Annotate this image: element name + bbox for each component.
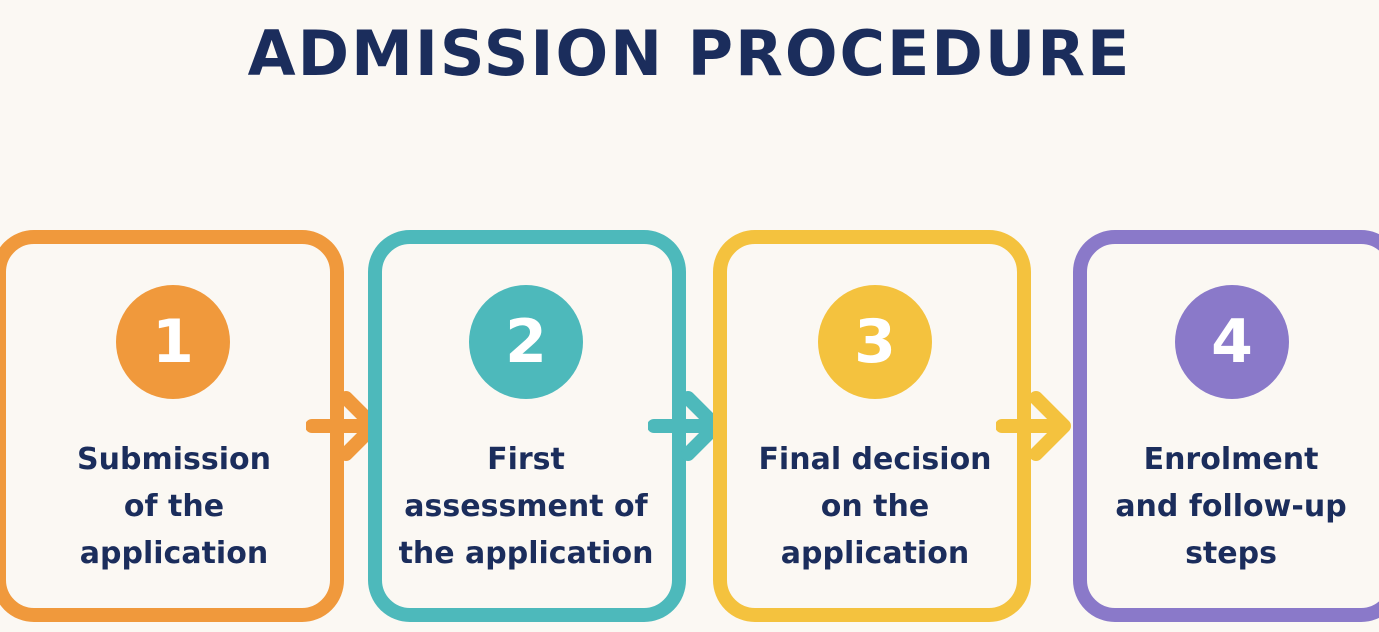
- arrow-1-stroke: [306, 391, 381, 461]
- step-2-card: [368, 230, 686, 622]
- step-2-label-line-1: First: [487, 442, 565, 477]
- step-1-label-line-1: Submission: [77, 442, 271, 477]
- step-1-number-badge: 1: [116, 285, 230, 399]
- arrow-right-icon: [996, 391, 1071, 461]
- step-2-number-badge: 2: [469, 285, 583, 399]
- arrow-3-stroke: [996, 391, 1071, 461]
- step-1-label-line-2: of the: [123, 489, 225, 524]
- step-4-label-line-2: and follow-up: [1115, 489, 1347, 524]
- step-3-label-line-2: on the: [820, 489, 930, 524]
- step-4-card: [1073, 230, 1379, 622]
- page-title: ADMISSION PROCEDURE: [247, 17, 1132, 90]
- step-1-label-line-3: application: [79, 536, 269, 571]
- step-4-label-line-3: steps: [1185, 536, 1277, 571]
- step-3-card: [713, 230, 1031, 622]
- step-1-label: Submission of the application: [24, 436, 324, 577]
- step-3-number-badge: 3: [818, 285, 932, 399]
- step-4-label: Enrolment and follow-up steps: [1081, 436, 1379, 577]
- step-3-label-line-3: application: [780, 536, 970, 571]
- step-2-label-line-2: assessment of: [404, 489, 648, 524]
- step-2-label: First assessment of the application: [376, 436, 676, 577]
- step-2-label-line-3: the application: [398, 536, 654, 571]
- step-3-label: Final decision on the application: [725, 436, 1025, 577]
- step-4-label-line-1: Enrolment: [1143, 442, 1319, 477]
- arrow-2-stroke: [648, 391, 723, 461]
- step-4-number-badge: 4: [1175, 285, 1289, 399]
- step-3-label-line-1: Final decision: [758, 442, 992, 477]
- step-1-card: [0, 230, 344, 622]
